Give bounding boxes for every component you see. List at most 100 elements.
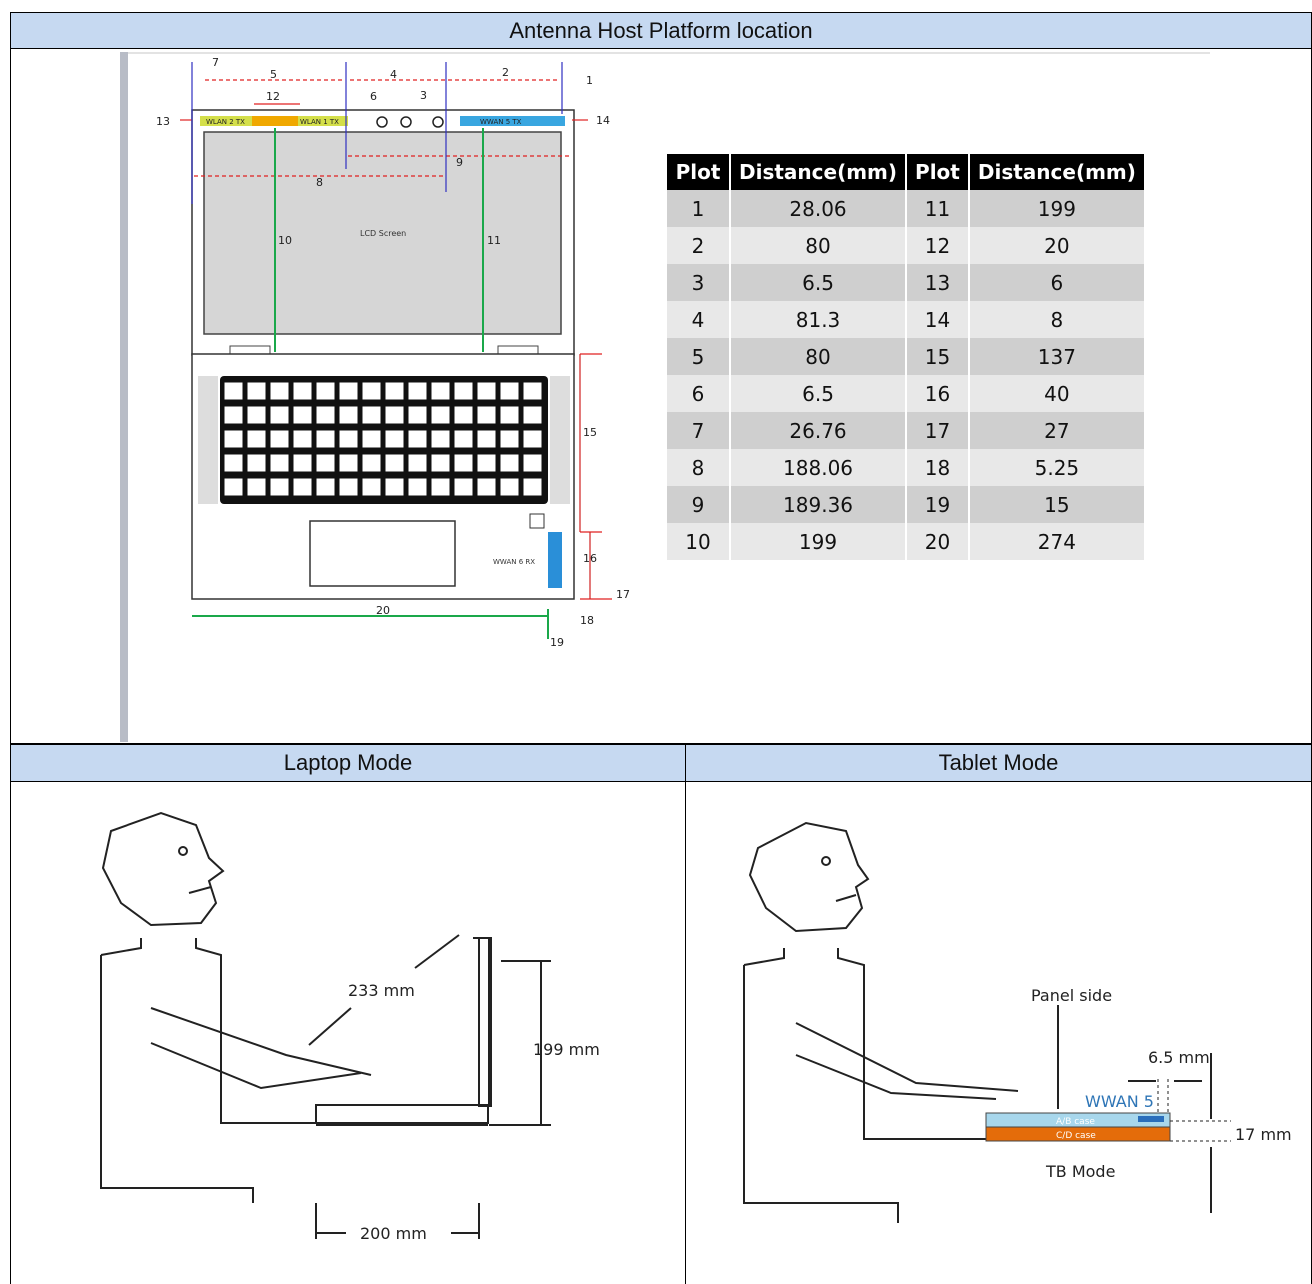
plot-header: Plot (906, 154, 970, 190)
distance-cell: 20 (968, 227, 1146, 264)
svg-text:10: 10 (278, 234, 292, 247)
keyboard-key (223, 453, 244, 473)
plot-cell: 10 (667, 523, 731, 560)
keyboard-key (384, 405, 405, 425)
plot-cell: 1 (667, 190, 731, 227)
plot-cell: 16 (906, 375, 970, 412)
plot-cell: 20 (906, 523, 970, 560)
keyboard-key (361, 453, 382, 473)
keyboard-key (269, 405, 290, 425)
plot-cell: 18 (906, 449, 970, 486)
svg-text:18: 18 (580, 614, 594, 627)
keyboard-key (338, 477, 359, 497)
panel-side-label: Panel side (1031, 986, 1112, 1005)
antenna-location-diagram: WLAN 2 TX WLAN 1 TX WWAN 5 TX LCD Screen… (156, 56, 630, 649)
keyboard-key (453, 453, 474, 473)
svg-text:17: 17 (616, 588, 630, 601)
keyboard-key (476, 477, 497, 497)
keyboard-key (384, 477, 405, 497)
keyboard-key (384, 453, 405, 473)
keyboard-key (384, 429, 405, 449)
svg-text:15: 15 (583, 426, 597, 439)
keyboard-key (453, 381, 474, 401)
keyboard-key (223, 429, 244, 449)
keyboard-key (499, 429, 520, 449)
plot-cell: 8 (667, 449, 731, 486)
image-top-rule (128, 52, 1210, 54)
keyboard-key (522, 429, 543, 449)
keyboard-key (269, 381, 290, 401)
plot-cell: 12 (906, 227, 970, 264)
distance-cell: 27 (968, 412, 1146, 449)
keyboard-key (246, 405, 267, 425)
keyboard-key (430, 453, 451, 473)
plot-cell: 4 (667, 301, 731, 338)
wlan2-label: WLAN 2 TX (206, 118, 245, 126)
distance-cell: 6 (968, 264, 1146, 301)
keyboard-key (499, 477, 520, 497)
svg-text:16: 16 (583, 552, 597, 565)
distance-cell: 81.3 (730, 301, 908, 338)
plot-number-labels: 1 2 3 4 5 6 7 8 9 10 11 12 13 14 15 16 1… (156, 56, 630, 649)
keyboard-key (315, 381, 336, 401)
keyboard-key (407, 381, 428, 401)
svg-text:6: 6 (370, 90, 377, 103)
keyboard-key (315, 453, 336, 473)
plot-cell: 9 (667, 486, 731, 523)
keyboard-key (223, 477, 244, 497)
keyboard-key (223, 381, 244, 401)
keyboard-key (338, 429, 359, 449)
distance-cell: 26.76 (730, 412, 908, 449)
distance-cell: 80 (730, 227, 908, 264)
wwan5-tablet-label: WWAN 5 (1085, 1092, 1154, 1111)
keyboard-key (292, 477, 313, 497)
plot-cell: 7 (667, 412, 731, 449)
distance-cell: 28.06 (730, 190, 908, 227)
svg-text:7: 7 (212, 56, 219, 69)
keyboard-key (361, 477, 382, 497)
plot-cell: 15 (906, 338, 970, 375)
keyboard-key (246, 429, 267, 449)
distance-cell: 8 (968, 301, 1146, 338)
laptop-mode-figure: 233 mm 199 mm 200 mm (100, 811, 600, 1243)
keyboard-key (269, 453, 290, 473)
keyboard-key (338, 453, 359, 473)
keyboard-key (499, 453, 520, 473)
modes-divider (685, 744, 686, 1284)
keyboard-key (315, 405, 336, 425)
svg-text:9: 9 (456, 156, 463, 169)
platform-section-header: Antenna Host Platform location (10, 12, 1312, 49)
svg-text:1: 1 (586, 74, 593, 87)
distance-cell: 199 (968, 190, 1146, 227)
distance-cell: 6.5 (730, 264, 908, 301)
keyboard-key (246, 381, 267, 401)
keyboard-key (453, 405, 474, 425)
keyboard-key (476, 381, 497, 401)
plot-header: Plot (667, 154, 731, 190)
distance-table-header: Plot Distance(mm) Plot Distance(mm) (667, 154, 1146, 190)
svg-text:19: 19 (550, 636, 564, 649)
svg-text:4: 4 (390, 68, 397, 81)
svg-text:11: 11 (487, 234, 501, 247)
height-distance-label: 199 mm (533, 1040, 600, 1059)
keyboard-key (430, 405, 451, 425)
keyboard (220, 376, 548, 504)
keyboard-key (453, 429, 474, 449)
tb-mode-label: TB Mode (1045, 1162, 1115, 1181)
keyboard-key (476, 429, 497, 449)
svg-text:13: 13 (156, 115, 170, 128)
keyboard-keys (223, 381, 543, 497)
keyboard-key (430, 429, 451, 449)
plot-cell: 19 (906, 486, 970, 523)
distance-cell: 137 (968, 338, 1146, 375)
keyboard-key (522, 453, 543, 473)
touchpad (309, 520, 456, 587)
keyboard-key (223, 405, 244, 425)
distance-cell: 189.36 (730, 486, 908, 523)
